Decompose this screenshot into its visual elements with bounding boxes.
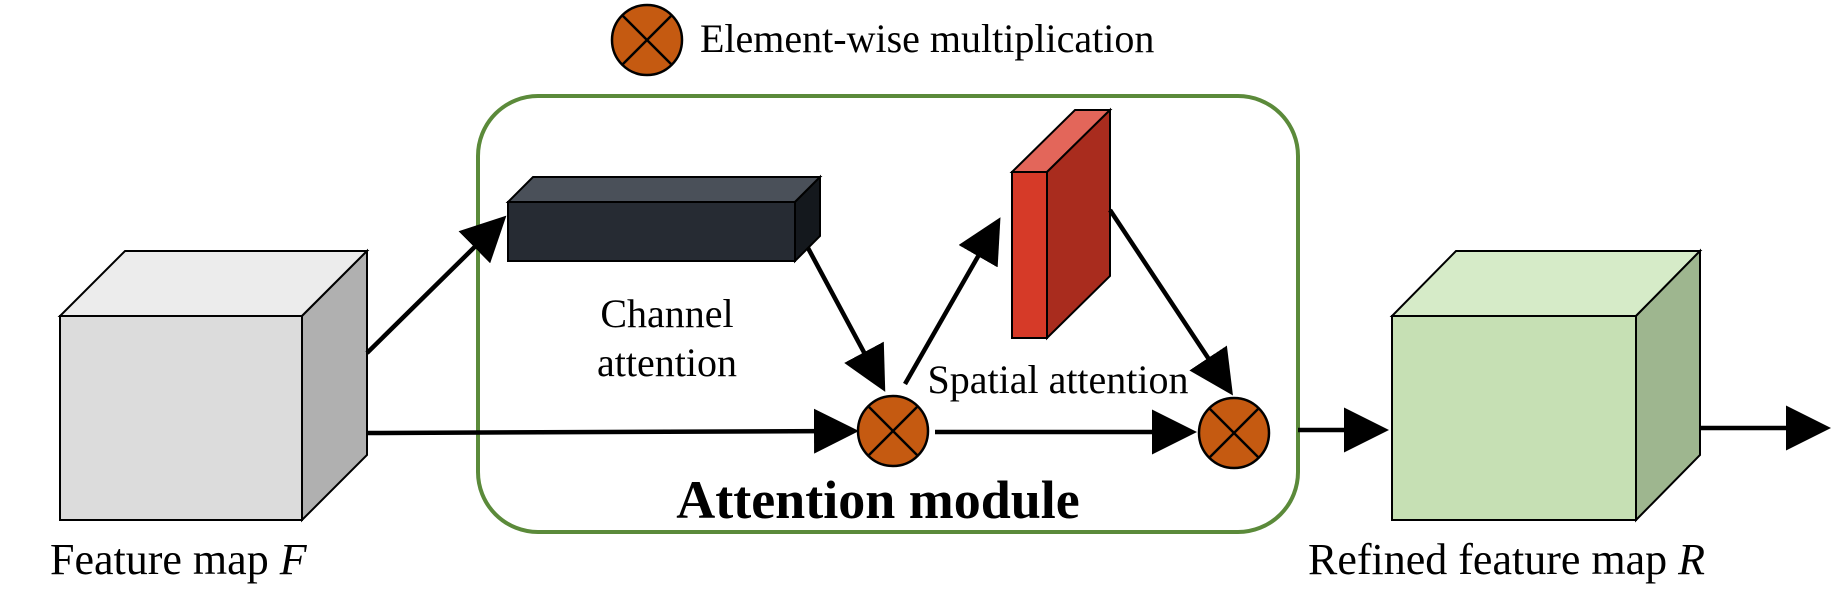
legend: Element-wise multiplication (610, 3, 1154, 77)
multiply-node-2 (1197, 396, 1271, 470)
element-wise-multiplication-icon (610, 3, 684, 77)
spatial-attention-label: Spatial attention (927, 357, 1188, 402)
arrow-input-to-channel (365, 215, 507, 355)
feature-map-label: Feature map F (50, 535, 308, 584)
spatial-attention-block (1009, 107, 1113, 341)
arrow-multiply1-to-spatial (903, 217, 1001, 386)
channel-attention-label-line2: attention (597, 340, 737, 385)
arrow-channel-to-multiply1 (806, 246, 886, 392)
arrow-input-to-multiply1 (366, 408, 859, 454)
channel-attention-label-line1: Channel (600, 291, 733, 336)
refined-feature-map-cube (1389, 248, 1703, 523)
feature-map-cube (57, 248, 370, 523)
arrow-spatial-to-multiply2 (1108, 208, 1233, 396)
channel-attention-block (505, 174, 823, 264)
legend-label: Element-wise multiplication (700, 16, 1154, 61)
attention-module-box (476, 94, 1300, 534)
attention-module-title: Attention module (676, 470, 1080, 530)
multiply-node-1 (856, 394, 930, 468)
refined-feature-map-label: Refined feature map R (1308, 535, 1705, 584)
